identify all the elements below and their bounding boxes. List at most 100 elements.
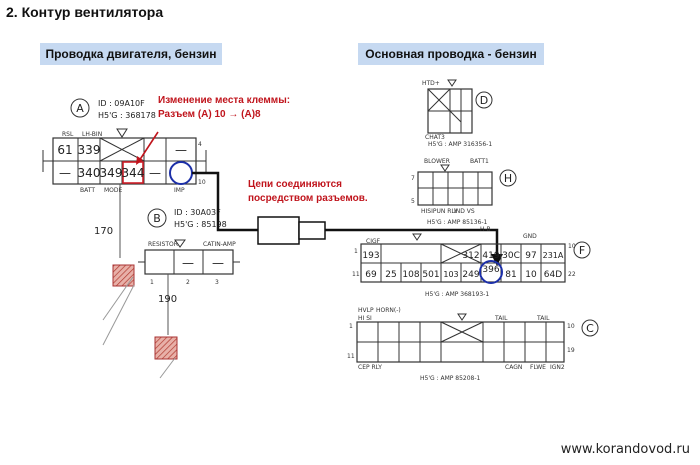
inline-connector-male xyxy=(298,221,326,240)
connector-d: HTD+ CHAT3 H5'G : AMP 316356-1 D xyxy=(422,79,493,148)
connector-a-cell-dash-top: — xyxy=(175,143,187,157)
connector-f-pin-circle xyxy=(479,260,503,284)
wire-engine-to-connector xyxy=(192,171,258,232)
connector-f-badge xyxy=(573,241,591,259)
connector-b: B ID : 30A03F H5'G : 85198 RESISTOR CATI… xyxy=(138,208,240,286)
connector-c-pin-left-top: 1 xyxy=(349,323,353,330)
connector-a-pin8-circle xyxy=(169,161,193,185)
connector-f-cell-64d: 64D xyxy=(544,270,562,280)
wire-arrow-head xyxy=(491,254,503,266)
connector-b-badge xyxy=(147,208,167,228)
connector-f-cell-231a: 231A xyxy=(543,251,564,260)
connector-b-label-resistor: RESISTOR xyxy=(148,241,178,248)
circuits-connect-line2: посредством разъемов. xyxy=(248,193,368,204)
connector-h-pin-top: 7 xyxy=(411,175,415,182)
connector-f-cell-30c: 30C xyxy=(502,251,520,261)
connector-h-part: H5'G : AMP 85136-1 xyxy=(427,219,488,226)
connector-f-cell-97: 97 xyxy=(525,251,536,261)
connector-f-label-cigf: CIGF xyxy=(366,238,381,245)
connector-f-cell-108: 108 xyxy=(402,270,419,280)
connector-f-letter: F xyxy=(579,244,585,257)
connector-c-pin-right-top: 10 xyxy=(567,323,575,330)
connector-h-letter: H xyxy=(504,172,512,185)
connector-a-highlight-344 xyxy=(122,161,144,184)
inline-connector-female xyxy=(257,216,300,245)
connector-b-pin-1: 1 xyxy=(150,279,154,286)
connector-f-pin-right-top: 10 xyxy=(568,243,576,250)
connector-f-part: H5'G : AMP 368193-1 xyxy=(425,291,489,298)
site-watermark: www.korandovod.ru xyxy=(560,442,690,457)
connector-c-badge xyxy=(581,319,599,337)
connector-c-label-hisi: HI SI xyxy=(358,315,372,322)
wire-label-190: 190 xyxy=(158,294,177,305)
connector-h-badge xyxy=(499,169,517,187)
connector-c-pin-left-bottom: 11 xyxy=(347,353,355,360)
connector-d-side: CHAT3 xyxy=(425,134,445,141)
circuits-connect-line1: Цепи соединяются xyxy=(248,179,343,190)
connector-a-cell-dash-bottom: — xyxy=(59,166,71,180)
connector-f-cell-103: 103 xyxy=(443,270,458,279)
connector-c-part: H5'G : AMP 85208-1 xyxy=(420,375,481,382)
connector-f-cell-25: 25 xyxy=(385,270,396,280)
terminal-change-note: Изменение места клеммы: Разъем (A) 10 → … xyxy=(158,94,290,122)
connector-f-cell-419: 419 xyxy=(482,251,499,261)
connector-h: BLOWER BATT1 7 5 HISIPUN RLY IND VS H5'G… xyxy=(411,158,517,226)
connector-c-label-cep: CEP RLY xyxy=(358,364,382,371)
connector-a-cell-344: 344 xyxy=(122,166,145,180)
connector-c: HVLP HORN(-) HI SI TAIL TAIL 1 11 10 19 … xyxy=(347,307,599,382)
connector-a-part: H5'G : 368178 xyxy=(98,111,156,120)
connector-f-label-hb: H-B xyxy=(480,226,491,233)
wire-connector-to-main xyxy=(325,228,499,262)
connector-f: CIGF H-B GND 193 312 419 30C 97 231A 69 … xyxy=(352,226,591,298)
connector-h-pin-bottom: 5 xyxy=(411,198,415,205)
connector-b-part: H5'G : 85198 xyxy=(174,220,227,229)
connector-b-letter: B xyxy=(153,212,161,225)
connector-a-pin-10: 10 xyxy=(198,179,206,186)
connector-a-cell-dash2: — xyxy=(149,166,161,180)
terminal-change-line2: Разъем (A) 10 → (A)8 xyxy=(158,109,261,120)
connector-a-label-batt: BATT xyxy=(80,187,95,194)
ground-terminal-a xyxy=(112,264,135,287)
connector-f-cell-81: 81 xyxy=(505,270,516,280)
connector-c-letter: C xyxy=(586,322,594,335)
connector-c-pin-right-bottom: 19 xyxy=(567,347,575,354)
connector-a-cell-349: 349 xyxy=(100,166,123,180)
connector-b-label-catin: CATIN-AMP xyxy=(203,241,236,248)
ground-terminal-b xyxy=(154,336,178,360)
connector-a-key xyxy=(116,128,128,138)
section-header-main-wiring: Основная проводка - бензин xyxy=(358,43,544,65)
connector-f-cell-396: 396 xyxy=(482,265,499,275)
connector-d-label: HTD+ xyxy=(422,80,440,87)
connector-c-label-flwe: FLWE xyxy=(530,364,546,371)
connector-c-label-hvlp: HVLP xyxy=(358,307,374,314)
connector-c-label-cagn: CAGN xyxy=(505,364,522,371)
page-title: 2. Контур вентилятора xyxy=(6,4,164,20)
connector-a-cell-339: 339 xyxy=(78,143,101,157)
connector-a-label-lhbin: LH-BIN xyxy=(82,131,102,138)
circuits-connect-note: Цепи соединяются посредством разъемов. xyxy=(248,178,368,206)
section-header-engine-wiring: Проводка двигателя, бензин xyxy=(40,43,222,65)
connector-f-cell-69: 69 xyxy=(365,270,377,280)
connector-a-badge xyxy=(70,98,90,118)
connector-f-label-gnd: GND xyxy=(523,233,537,240)
connector-a-letter: A xyxy=(76,102,84,115)
connector-f-cell-501: 501 xyxy=(422,270,439,280)
connector-c-label-tail1: TAIL xyxy=(494,315,508,322)
svg-text:—: — xyxy=(182,256,194,270)
connector-f-cell-10: 10 xyxy=(525,270,537,280)
connector-b-pin-3: 3 xyxy=(215,279,219,286)
connector-c-label-tail2: TAIL xyxy=(536,315,550,322)
connector-d-letter: D xyxy=(480,94,488,107)
connector-b-id: ID : 30A03F xyxy=(174,208,221,217)
connector-h-label-batt: BATT1 xyxy=(470,158,489,165)
wire-label-170: 170 xyxy=(94,226,113,237)
connector-f-cell-193: 193 xyxy=(362,251,379,261)
connector-c-label-ign2: IGN2 xyxy=(550,364,565,371)
connector-h-label-blower: BLOWER xyxy=(424,158,450,165)
connector-f-cell-312: 312 xyxy=(462,251,479,261)
connector-a: A ID : 09A10F H5'G : 368178 RSL LH-BIN 6… xyxy=(42,98,207,194)
connector-a-cell-340: 340 xyxy=(78,166,101,180)
svg-text:IND VS: IND VS xyxy=(454,208,475,215)
connector-c-label-horn: HORN(-) xyxy=(376,307,401,314)
